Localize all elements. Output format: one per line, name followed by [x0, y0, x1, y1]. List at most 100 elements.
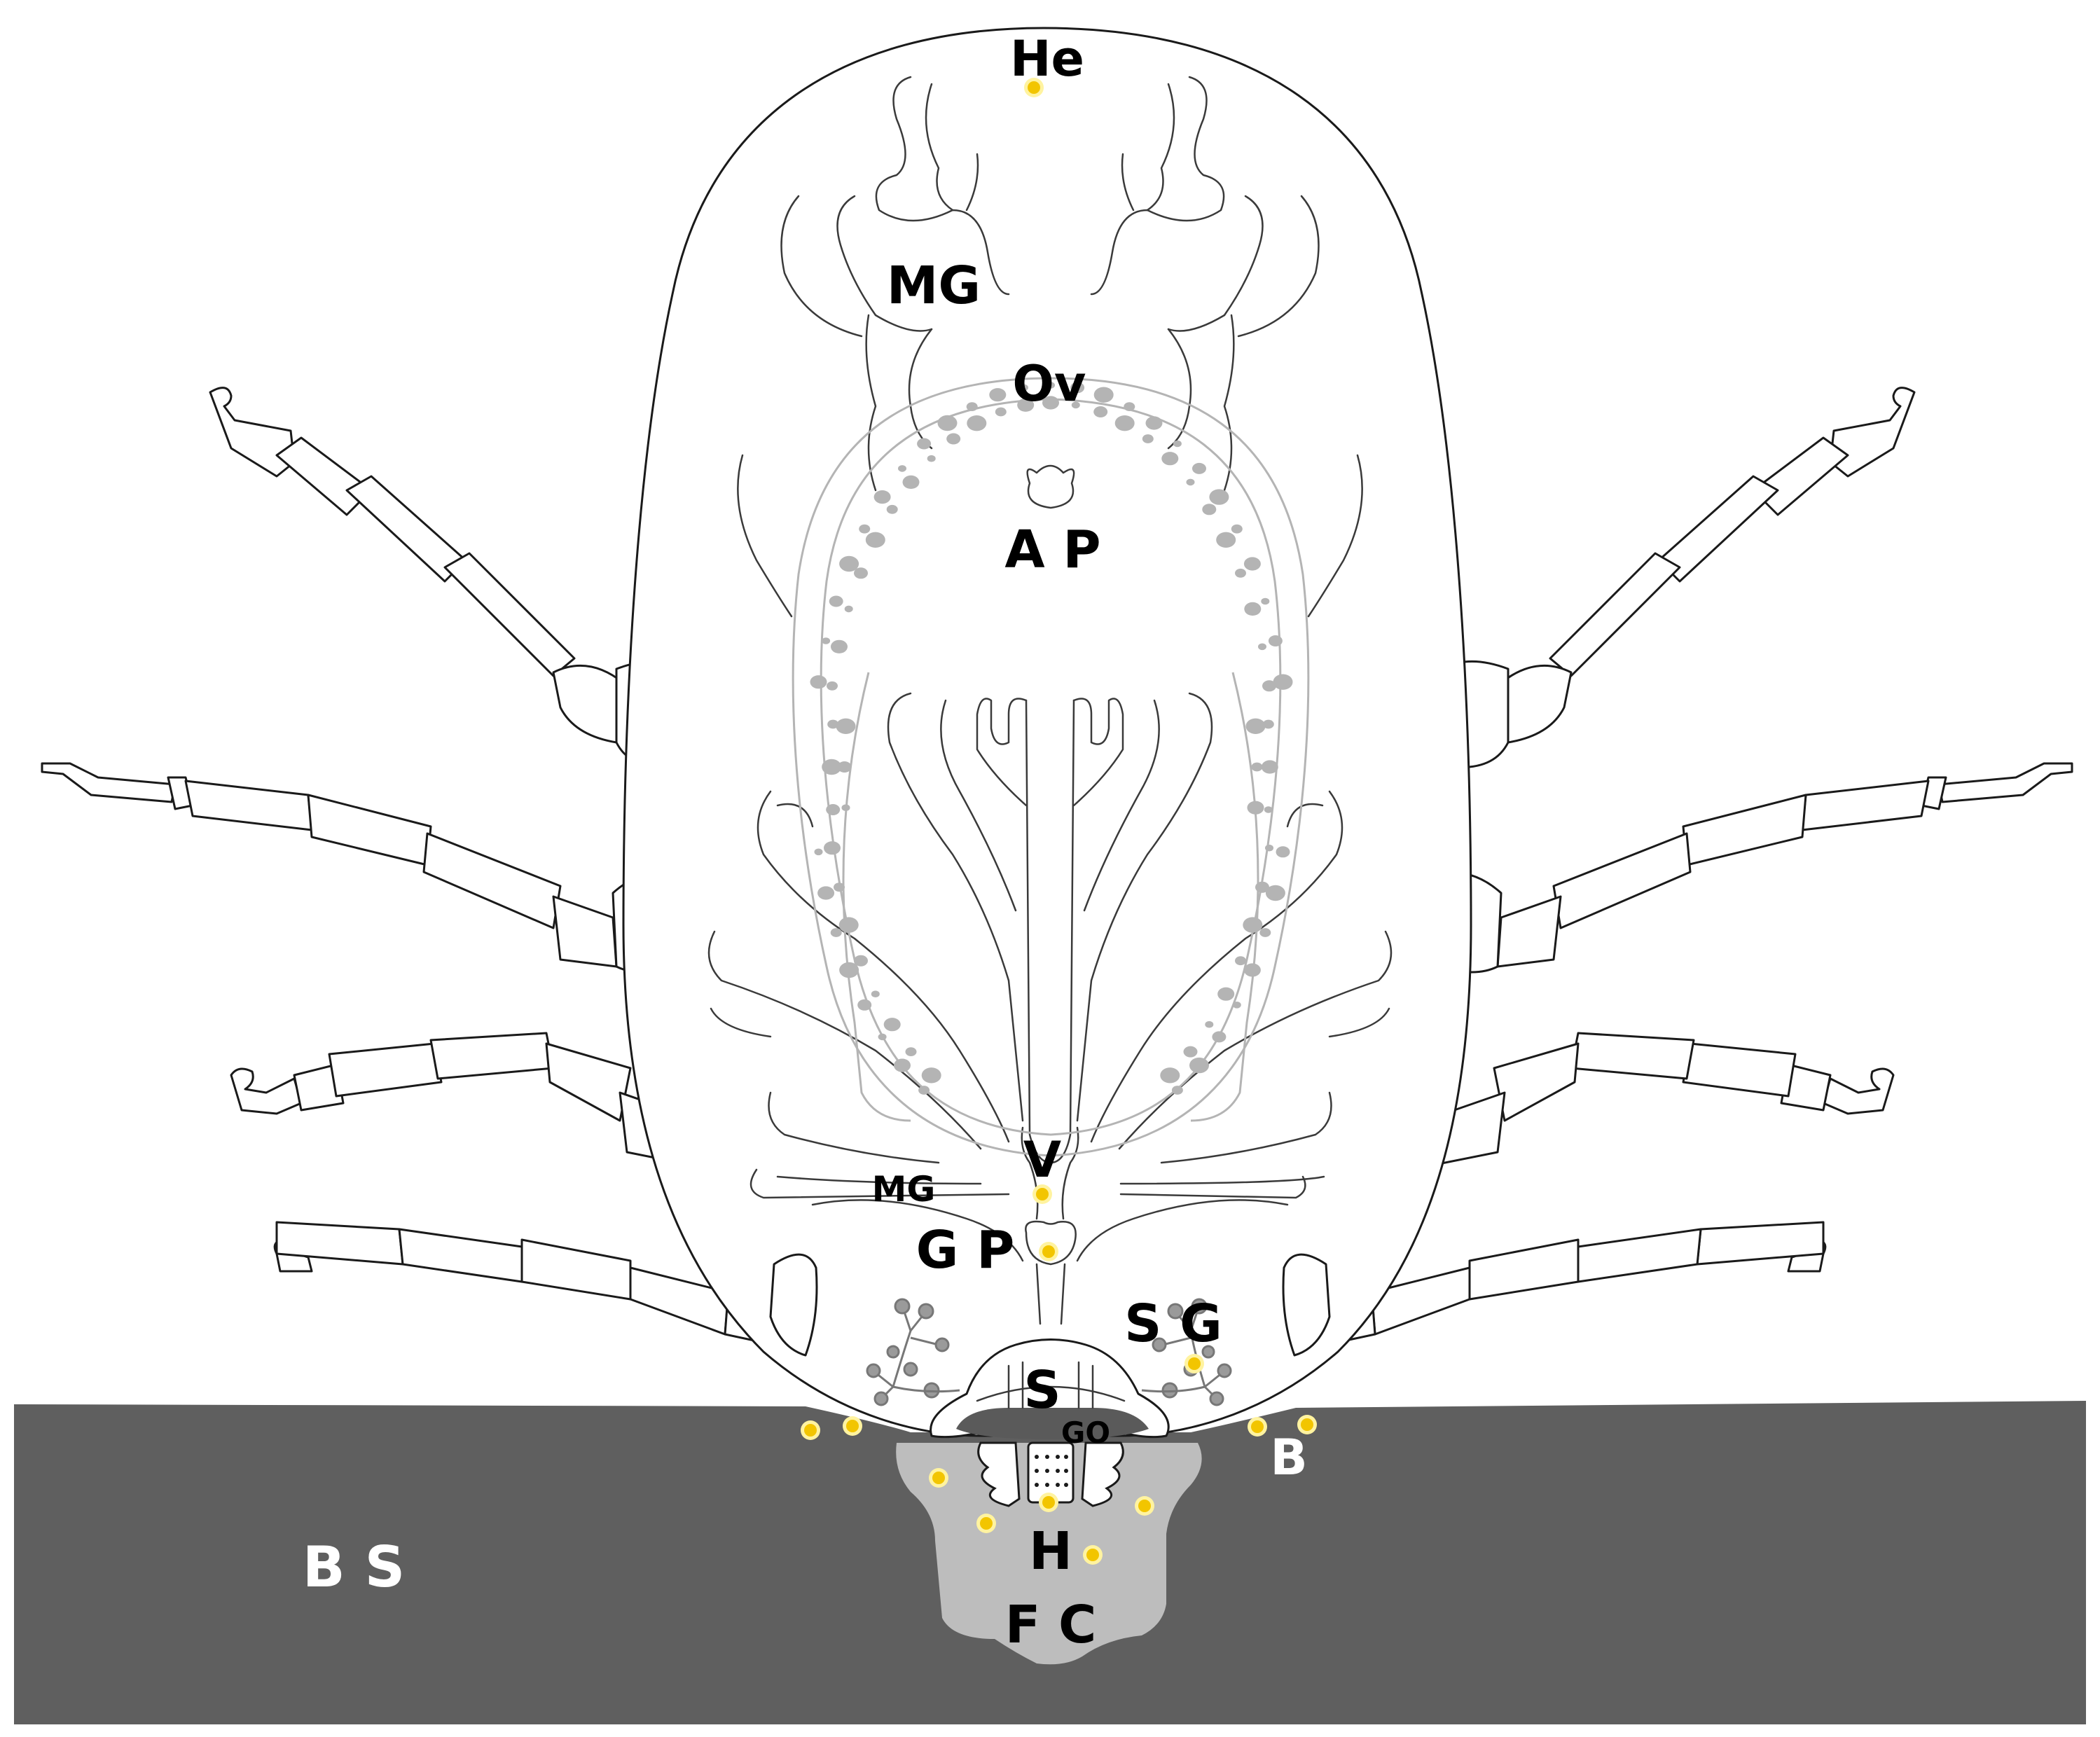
ovary-egg	[1265, 844, 1273, 852]
ovary-egg	[1261, 760, 1278, 774]
label-mg-top: MG	[887, 256, 981, 316]
ovary-egg	[826, 804, 841, 815]
ovary-egg	[844, 605, 853, 613]
yellow-dot-marker	[932, 1472, 945, 1484]
ovary-egg	[1276, 846, 1290, 858]
yellow-dot-marker	[1251, 1420, 1264, 1433]
ovary-egg	[905, 1047, 917, 1056]
mouthparts	[866, 1298, 1232, 1665]
leg-right-2	[1407, 762, 2073, 974]
ovary-egg	[1265, 885, 1285, 901]
ovary-egg	[1268, 635, 1283, 646]
ovary-egg	[854, 567, 868, 579]
ovary-egg	[871, 990, 880, 997]
yellow-dot-marker	[1042, 1245, 1055, 1258]
ovary-egg	[837, 761, 852, 773]
ovary-egg	[1192, 462, 1206, 474]
yellow-dot-marker	[1188, 1357, 1201, 1370]
yellow-dot-marker	[1036, 1188, 1049, 1200]
ovary-egg	[1202, 504, 1217, 515]
ovary-egg	[1189, 1057, 1209, 1074]
ovary-egg	[814, 848, 823, 856]
ovary-egg	[836, 718, 856, 735]
feeding-cavity	[896, 1443, 1202, 1665]
ovary-egg	[1114, 415, 1135, 431]
ovary-egg	[1160, 1067, 1180, 1084]
ovary-egg	[1209, 489, 1229, 505]
ovary-egg	[817, 886, 835, 900]
leg-left-2	[41, 762, 707, 974]
yellow-dot-marker	[980, 1517, 993, 1530]
ovary-egg	[878, 1033, 887, 1041]
ovary-egg	[859, 524, 871, 534]
ovary-egg	[839, 962, 859, 978]
ovary-egg	[1245, 718, 1266, 735]
yellow-dot-marker	[846, 1420, 859, 1432]
ovary-egg	[1183, 1046, 1198, 1058]
ovary-egg	[1046, 382, 1055, 389]
leg-right-1	[1421, 387, 1916, 769]
ovary	[792, 377, 1310, 1157]
yellow-dot-marker	[1301, 1418, 1313, 1431]
ovary-egg	[989, 388, 1007, 402]
yellow-dot-markers	[801, 78, 1317, 1565]
label-bs: B S	[303, 1535, 405, 1600]
ovary-egg	[841, 804, 850, 811]
midgut	[707, 76, 1393, 1325]
ovary-egg	[1232, 1002, 1241, 1009]
yellow-dot-marker	[1138, 1500, 1151, 1512]
ovary-egg	[886, 504, 898, 514]
label-ap: A P	[1004, 520, 1100, 580]
ovary-egg	[839, 555, 859, 572]
ovary-egg	[1212, 1031, 1227, 1043]
ovary-egg	[1070, 382, 1085, 394]
ovary-eggs	[810, 382, 1293, 1095]
ovary-egg	[1258, 643, 1266, 651]
ovary-egg	[883, 1018, 901, 1032]
labels: He MG Ov A P V MG G P S G S GO B H F C B…	[303, 30, 1308, 1655]
ovary-egg	[834, 883, 845, 892]
anal-pore	[1026, 464, 1075, 509]
yellow-dot-marker	[1028, 81, 1040, 94]
ovary-egg	[822, 759, 842, 775]
ovary-egg	[1216, 532, 1236, 548]
ovary-egg	[967, 415, 987, 431]
ovary-egg	[1262, 680, 1276, 692]
ovary-egg	[946, 433, 961, 445]
ovary-egg	[894, 1058, 911, 1072]
ovary-egg	[1093, 387, 1114, 403]
label-v: V	[1023, 1131, 1061, 1189]
ovary-egg	[857, 999, 872, 1011]
ovary-egg	[873, 490, 891, 504]
ovary-egg	[1171, 1086, 1183, 1095]
label-he: He	[1010, 30, 1084, 88]
ovary-egg	[1231, 524, 1243, 534]
ovary-egg	[1264, 806, 1273, 813]
ovary-egg	[1243, 963, 1261, 977]
ovary-egg	[1186, 478, 1195, 486]
ovary-egg	[865, 532, 885, 548]
ovary-egg	[824, 841, 841, 855]
ovary-egg	[1244, 602, 1262, 616]
yellow-dot-marker	[1042, 1496, 1055, 1509]
ovary-egg	[1042, 396, 1059, 410]
ovary-egg	[1243, 917, 1263, 933]
ovary-egg	[831, 639, 848, 653]
ovary-egg	[918, 1086, 930, 1095]
yellow-dot-marker	[804, 1424, 817, 1437]
ovary-egg	[1217, 987, 1235, 1001]
chelicerae	[977, 1441, 1124, 1507]
ovary-egg	[1273, 674, 1293, 690]
ovary-egg	[902, 475, 920, 490]
ovary-egg	[1235, 956, 1246, 966]
ovary-egg	[838, 917, 859, 933]
ovary-egg	[1255, 881, 1269, 893]
ovary-egg	[1247, 801, 1264, 815]
ovary-egg	[1251, 762, 1263, 772]
yellow-dot-marker	[1086, 1549, 1099, 1561]
ovary-egg	[1161, 452, 1179, 466]
ovary-egg	[829, 595, 843, 607]
tick-body	[622, 27, 1472, 1437]
label-ov: Ov	[1012, 355, 1086, 413]
